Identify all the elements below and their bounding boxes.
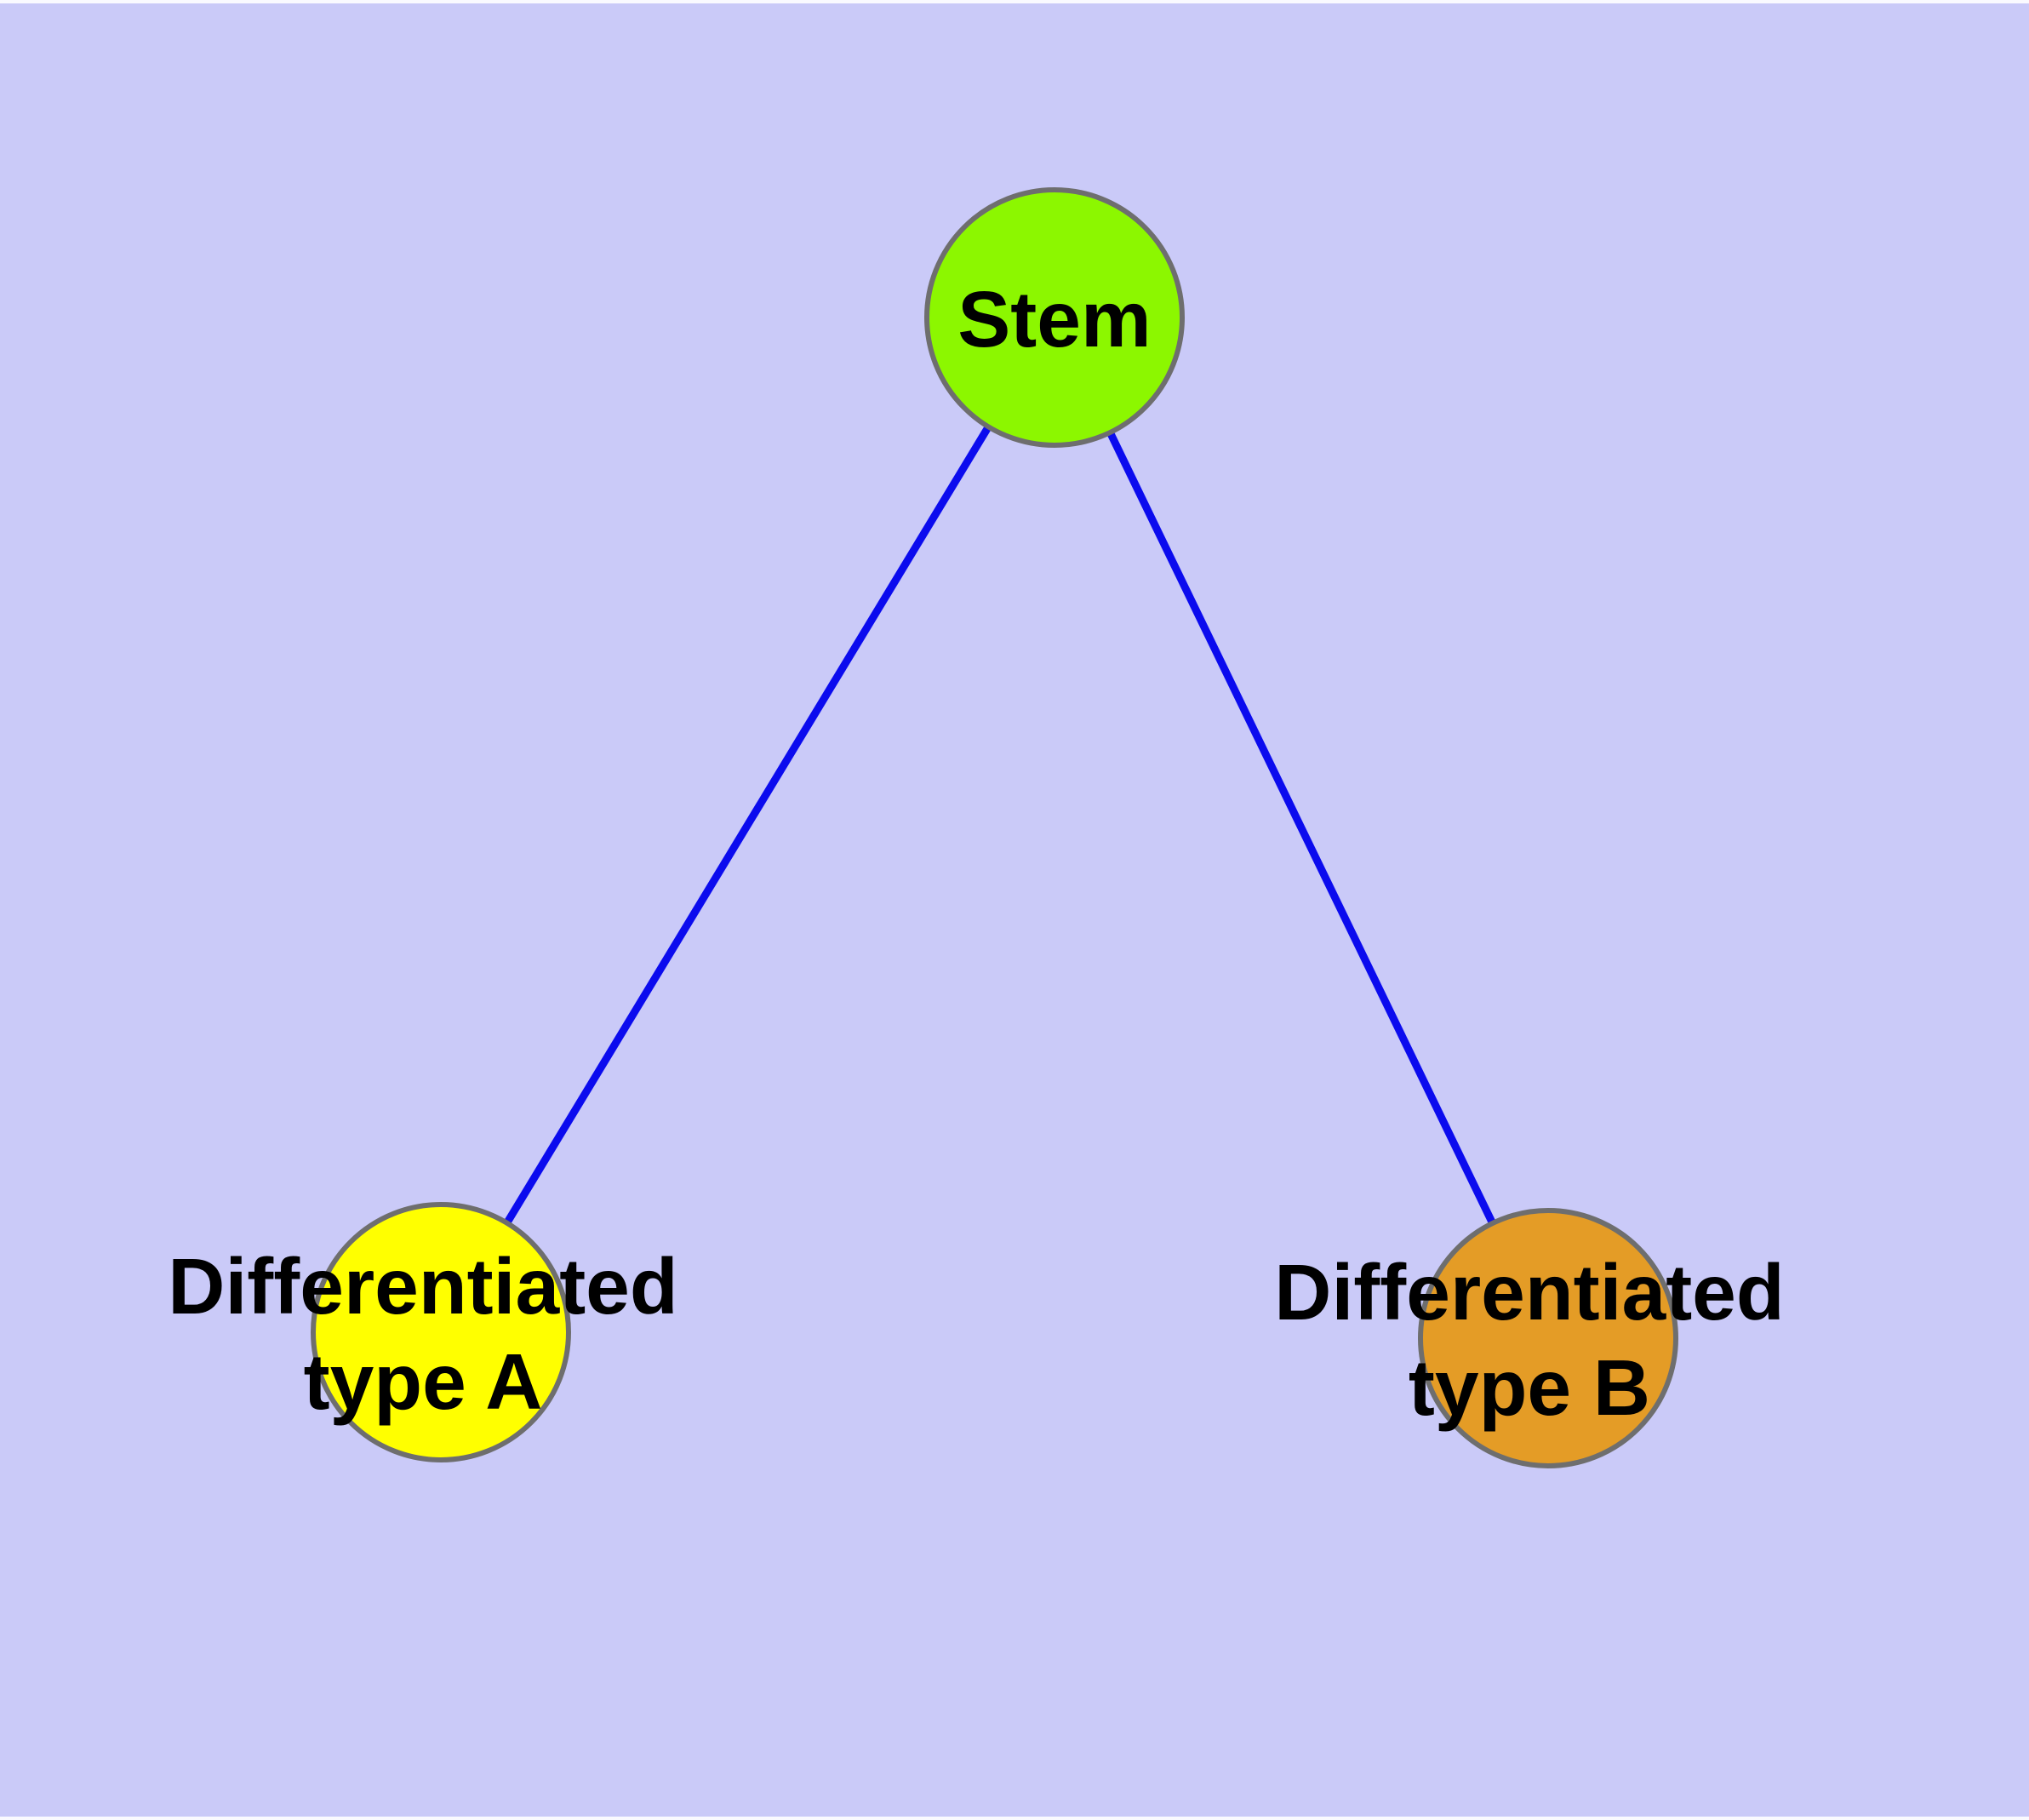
node-type-b-label-line1: Differentiated (1274, 1248, 1784, 1336)
bottom-edge-highlight (0, 1817, 2029, 1820)
node-stem-label: Stem (957, 275, 1151, 363)
top-edge-highlight (0, 0, 2029, 3)
node-type-b-label-line2: type B (1409, 1343, 1650, 1432)
edge-stem-to-type-b (1050, 316, 1552, 1340)
edge-stem-to-type-a (437, 315, 1058, 1335)
node-differentiated-type-b (1418, 1208, 1678, 1468)
node-differentiated-type-a (311, 1202, 571, 1462)
node-stem (924, 187, 1185, 448)
node-type-a-label-line2: type A (304, 1337, 543, 1426)
node-type-a-label-line1: Differentiated (168, 1242, 677, 1331)
